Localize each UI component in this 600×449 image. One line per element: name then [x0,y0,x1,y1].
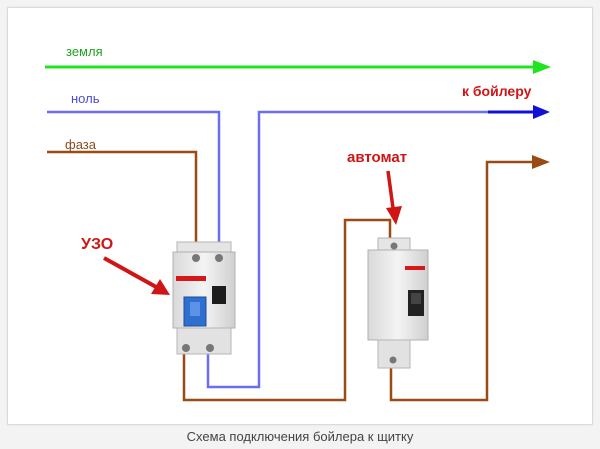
ground-wire [45,60,551,74]
breaker-red-stripe [405,266,425,270]
rcd-terminal-bottom-right [206,344,214,352]
rcd-label: УЗО [81,236,114,253]
rcd-pointer-arrow [103,256,170,295]
rcd-terminal-top-left [192,254,200,262]
breaker-device [367,237,429,369]
neutral-wire [47,105,550,389]
neutral-label: ноль [71,91,100,106]
breaker-terminal-bottom [389,356,397,364]
diagram-caption: Схема подключения бойлера к щитку [186,429,414,444]
to-boiler-label: к бойлеру [462,83,532,99]
breaker-terminal-top [390,242,398,250]
breaker-label: автомат [347,149,408,166]
rcd-red-stripe [176,276,206,281]
ground-arrowhead [533,60,551,74]
phase-label: фаза [65,137,96,152]
rcd-terminal-bottom-left [182,344,190,352]
rcd-device [172,241,236,355]
phase-wire [47,150,550,402]
rcd-terminal-top-right [215,254,223,262]
breaker-pointer-arrow [386,170,402,225]
neutral-arrowhead [533,105,550,119]
diagram-frame [7,7,593,425]
ground-label: земля [66,44,103,59]
phase-arrowhead [532,155,550,169]
rcd-test-button [212,286,226,304]
